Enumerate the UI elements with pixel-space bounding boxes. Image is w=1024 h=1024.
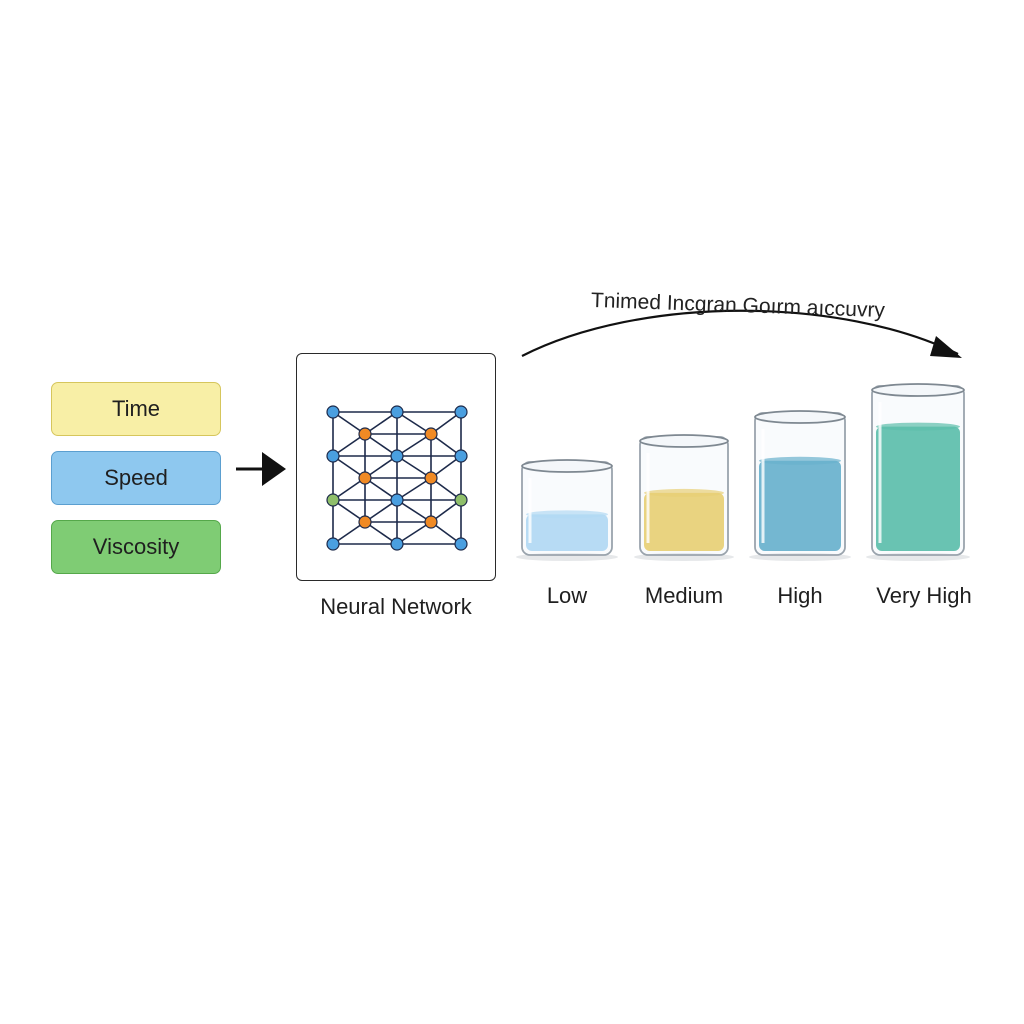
level-label-medium: Medium (644, 583, 724, 608)
network-edge (396, 455, 432, 479)
network-node (358, 471, 372, 485)
network-node (358, 515, 372, 529)
network-edge (396, 499, 432, 523)
level-label-low: Low (546, 583, 588, 608)
network-node (326, 449, 340, 463)
network-node (424, 471, 438, 485)
neural-network-caption: Neural Network (320, 594, 472, 619)
network-node (390, 449, 404, 463)
network-node (454, 405, 468, 419)
level-label-high: High (777, 583, 823, 608)
network-edge (396, 521, 432, 545)
beaker-medium (634, 434, 734, 561)
beaker-very-high (866, 383, 970, 561)
network-node (390, 405, 404, 419)
network-node (326, 493, 340, 507)
neural-network-box (296, 353, 496, 581)
beaker-high (749, 410, 851, 561)
input-label-speed: Speed (104, 465, 168, 490)
beaker-liquid-high (759, 460, 841, 551)
network-node (454, 449, 468, 463)
network-edge (396, 411, 432, 435)
beaker-liquid-medium (644, 492, 724, 551)
network-node (454, 537, 468, 551)
beaker-low (516, 459, 618, 561)
network-node (390, 537, 404, 551)
network-node (390, 493, 404, 507)
network-edge (396, 477, 432, 501)
network-node (326, 405, 340, 419)
input-box-speed: Speed (51, 451, 221, 505)
network-node (454, 493, 468, 507)
neural-network-graph-icon (326, 405, 468, 551)
network-node (424, 427, 438, 441)
network-node (424, 515, 438, 529)
network-node (358, 427, 372, 441)
accuracy-curve-arrow (521, 309, 959, 357)
input-arrow (236, 452, 286, 486)
input-box-viscosity: Viscosity (51, 520, 221, 574)
input-box-time: Time (51, 382, 221, 436)
level-label-very-high: Very High (876, 583, 972, 608)
input-label-time: Time (111, 396, 161, 421)
network-node (326, 537, 340, 551)
beaker-liquid-very-high (876, 426, 960, 551)
input-label-viscosity: Viscosity (92, 534, 180, 559)
network-edge (396, 433, 432, 457)
curve-arrowhead (930, 336, 962, 358)
beaker-liquid-low (526, 514, 608, 551)
